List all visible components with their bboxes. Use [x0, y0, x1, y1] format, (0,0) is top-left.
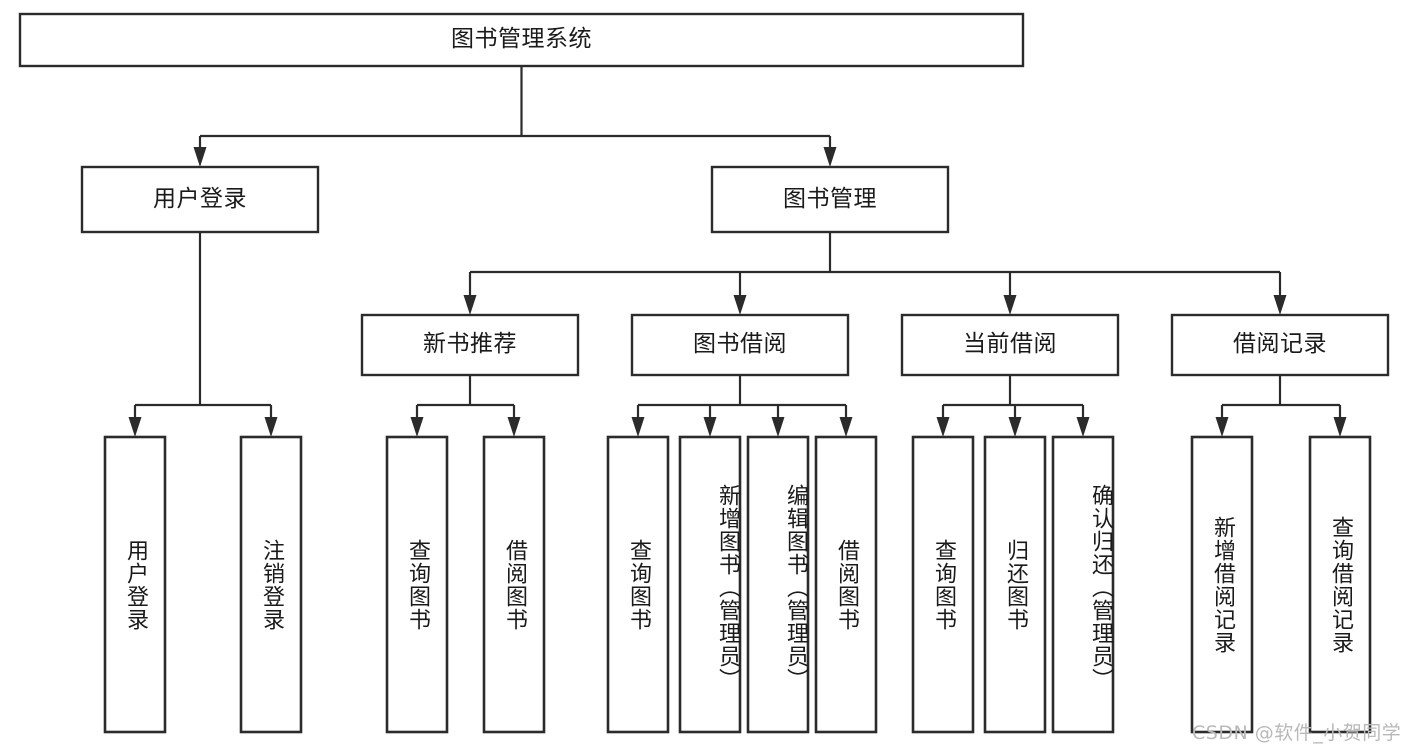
- edges-group: [128, 66, 1347, 437]
- arrow-head: [823, 147, 837, 167]
- arrow-head: [1273, 295, 1287, 315]
- leaf-box-leaf-logout: [239, 435, 303, 734]
- leaf-box-leaf-borrow-book: [814, 435, 878, 734]
- leaf-box-leaf-return-book: [983, 435, 1047, 734]
- leaf-box-leaf-query-record: [1308, 435, 1372, 734]
- arrow-head: [1076, 417, 1090, 437]
- leaf-box-leaf-add-book: [678, 435, 742, 734]
- arrow-head: [733, 295, 747, 315]
- node-box-book-borrow: [630, 313, 850, 377]
- node-box-book-manage: [710, 165, 950, 234]
- arrow-head: [936, 417, 950, 437]
- leaf-box-leaf-add-record: [1190, 435, 1254, 734]
- arrow-head: [1333, 417, 1347, 437]
- arrow-head: [507, 417, 521, 437]
- arrow-head: [771, 417, 785, 437]
- arrow-head: [1008, 417, 1022, 437]
- arrow-head: [839, 417, 853, 437]
- node-box-new-book-recommend: [360, 313, 580, 377]
- arrow-head: [1003, 295, 1017, 315]
- node-box-borrow-record: [1170, 313, 1390, 377]
- arrow-head: [193, 147, 207, 167]
- arrow-head: [1215, 417, 1229, 437]
- node-box-user-login: [80, 165, 320, 234]
- leaf-box-leaf-confirm-return: [1051, 435, 1115, 734]
- boxes-group: [18, 12, 1390, 734]
- arrow-head: [463, 295, 477, 315]
- leaf-box-leaf-query-book-borrow: [606, 435, 670, 734]
- leaf-box-leaf-query-book-rec: [385, 435, 449, 734]
- leaf-box-leaf-query-book-current: [911, 435, 975, 734]
- arrow-head: [128, 417, 142, 437]
- arrow-head: [264, 417, 278, 437]
- arrow-head: [410, 417, 424, 437]
- leaf-box-leaf-borrow-book-rec: [482, 435, 546, 734]
- arrow-head: [703, 417, 717, 437]
- leaf-box-leaf-user-login: [103, 435, 167, 734]
- arrow-head: [631, 417, 645, 437]
- leaf-box-leaf-edit-book: [746, 435, 810, 734]
- node-box-root: [18, 12, 1025, 68]
- node-box-current-borrow: [900, 313, 1120, 377]
